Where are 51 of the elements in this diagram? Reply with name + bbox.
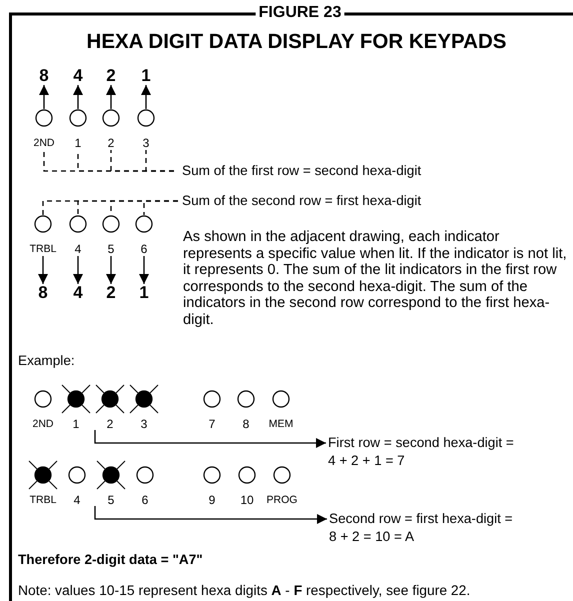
key-label: 2 <box>106 417 114 431</box>
arrow <box>73 85 83 109</box>
example-heading: Example: <box>18 352 75 369</box>
key-label: MEM <box>268 417 294 431</box>
bit-value: 4 <box>73 67 83 85</box>
key-label: 1 <box>74 136 82 150</box>
arrow <box>106 85 116 109</box>
key-label: TRBL <box>30 493 56 507</box>
key-label: 8 <box>242 417 250 431</box>
arrow <box>141 85 151 109</box>
key-label: PROG <box>266 493 298 507</box>
bit-value: 2 <box>106 284 116 302</box>
key-label: 5 <box>108 242 114 256</box>
figure-caption: FIGURE 23 <box>258 4 342 22</box>
key-label: 2 <box>108 136 114 150</box>
result-text: Second row = first hexa-digit = 8 + 2 = 10 = A <box>329 510 514 546</box>
key-label: 6 <box>140 242 148 256</box>
bit-value: 8 <box>38 284 48 302</box>
key-label: 2ND <box>32 417 54 431</box>
bit-value: 2 <box>106 67 116 85</box>
result-text: First row = second hexa-digit = 4 + 2 + 1 = 7 <box>328 434 515 470</box>
bit-value: 1 <box>141 67 151 85</box>
key-label: 1 <box>72 417 80 431</box>
arrow <box>139 256 149 284</box>
key-label: 6 <box>142 493 148 507</box>
arrow <box>39 85 49 109</box>
key-label: 2ND <box>33 136 54 150</box>
key-label: 5 <box>108 493 114 507</box>
bit-value: 1 <box>139 284 149 302</box>
key-label: 4 <box>74 242 82 256</box>
arrow <box>94 430 326 448</box>
key-label: 3 <box>142 136 150 150</box>
key-label: 3 <box>140 417 148 431</box>
key-label: 9 <box>208 493 216 507</box>
key-label: TRBL <box>30 242 56 256</box>
conclusion-text: Therefore 2-digit data = "A7" <box>18 551 203 568</box>
arrow <box>38 256 48 284</box>
key-label: 10 <box>240 493 254 507</box>
arrow <box>106 256 116 284</box>
arrow <box>73 256 83 284</box>
bit-value: 8 <box>39 67 49 85</box>
arrow <box>94 506 327 524</box>
bit-value: 4 <box>73 284 83 302</box>
key-label: 7 <box>208 417 216 431</box>
dashed-connector <box>143 200 178 215</box>
key-label: 4 <box>74 493 80 507</box>
annotation-text: Sum of the second row = first hexa-digit <box>182 192 422 210</box>
title: HEXA DIGIT DATA DISPLAY FOR KEYPADS <box>86 30 508 54</box>
annotation-text: Sum of the first row = second hexa-digit <box>182 162 422 180</box>
footnote: Note: values 10-15 represent hexa digits A - F respectively, see figure 22. <box>18 582 470 599</box>
description-paragraph: As shown in the adjacent drawing, each indicator represents a specific value when lit. If the indicator is not lit, it represents 0. The sum of the lit indicators in the first row corresponds to the second hexa-digit. The sum of the indicators in the second row correspond to the first hexa-digit. <box>183 229 568 329</box>
